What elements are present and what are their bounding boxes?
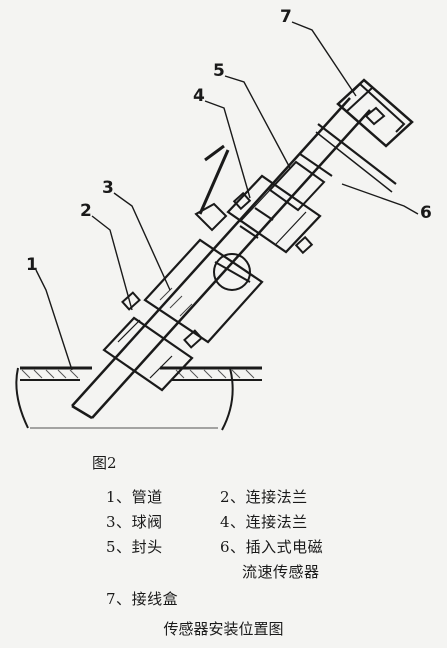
pipe <box>15 366 262 431</box>
legend-item-6: 6、插入式电磁 <box>220 538 324 556</box>
legend-item-1: 1、管道 <box>106 488 163 506</box>
legend-item-3: 3、球阀 <box>106 513 163 531</box>
junction-box <box>336 78 414 148</box>
flange-4 <box>226 174 322 255</box>
callout-7: 7 <box>280 7 292 27</box>
end-cap <box>268 153 333 212</box>
callout-6: 6 <box>420 203 432 223</box>
callout-2: 2 <box>80 201 92 221</box>
callout-4: 4 <box>193 86 205 106</box>
cross-handle <box>317 123 397 185</box>
callout-1: 1 <box>26 255 38 275</box>
legend-item-4: 4、连接法兰 <box>220 513 308 531</box>
callout-3: 3 <box>102 178 114 198</box>
legend-item-5: 5、封头 <box>106 538 163 556</box>
figure-label: 图2 <box>92 454 117 472</box>
sensor-rod <box>71 97 371 420</box>
legend-item-6-line2: 流速传感器 <box>242 563 320 581</box>
callout-5: 5 <box>213 61 225 81</box>
legend-item-7: 7、接线盒 <box>106 590 179 608</box>
legend-item-2: 2、连接法兰 <box>220 488 308 506</box>
ball-valve <box>143 144 264 344</box>
figure-caption: 传感器安装位置图 <box>163 620 284 638</box>
sensor-installation-drawing: 1 2 3 4 5 7 6 <box>15 7 432 431</box>
leader-lines <box>35 21 419 371</box>
